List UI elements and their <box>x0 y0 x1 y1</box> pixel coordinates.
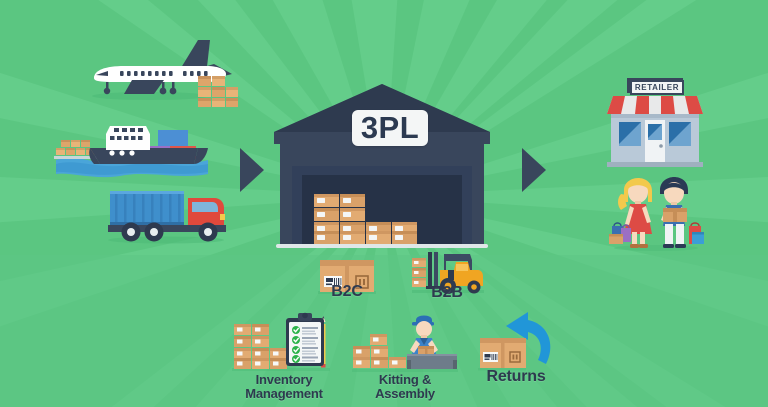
kitting-assembly-icon <box>352 315 458 372</box>
airplane-cargo-boxes <box>198 76 238 107</box>
b2c-box-icon <box>318 260 376 294</box>
kitting-assembly-label: Kitting & Assembly <box>375 372 435 401</box>
delivery-truck-icon <box>108 191 226 244</box>
airplane-icon <box>92 40 232 100</box>
cargo-ship-icon <box>54 126 208 178</box>
b2b-forklift-icon <box>412 252 484 294</box>
outbound-arrow-icon <box>522 148 546 192</box>
warehouse-3pl-sign: 3PL <box>352 110 428 146</box>
retailer-sign-label: RETAILER <box>630 80 684 95</box>
inventory-management-icon <box>232 312 330 371</box>
inbound-arrow-icon <box>240 148 264 192</box>
consumers-icon <box>609 177 704 251</box>
b2c-label: B2C <box>331 283 363 300</box>
warehouse-building <box>274 84 490 248</box>
returns-label: Returns <box>486 368 546 385</box>
inventory-management-label: Inventory Management <box>245 372 323 401</box>
returns-icon <box>478 312 551 371</box>
b2b-label: B2B <box>431 284 463 301</box>
